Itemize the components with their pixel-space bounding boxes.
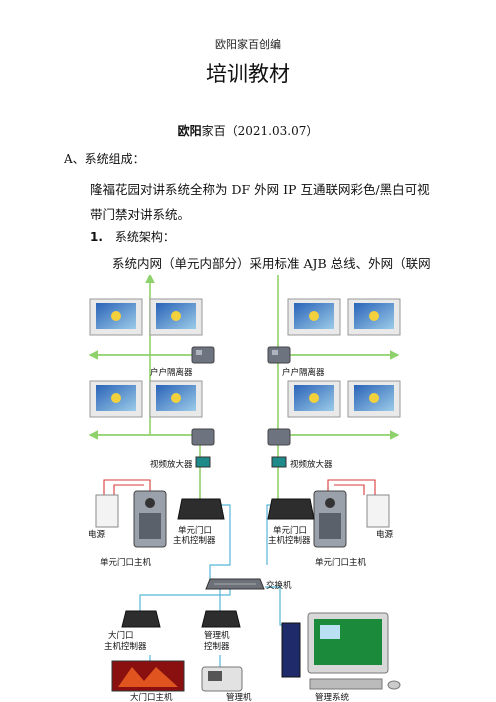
manager-phone [201,666,243,692]
indoor-monitor [347,298,401,336]
isolator-right-2 [267,428,291,446]
switch-label: 交换机 [266,580,292,591]
subsection-label: 系统架构： [114,230,175,244]
door-station-left [133,490,167,548]
indoor-monitor [287,298,341,336]
power-lines [103,479,376,495]
indoor-monitor [347,380,401,418]
host-right-label: 单元门口主机 [315,557,367,568]
gate-ctrl-label-2: 主机控制器 [104,641,147,652]
author-date: 家百（2021.03.07） [201,124,319,138]
subsection-number: 1. [90,230,103,244]
author-name: 欧阳 [177,124,202,138]
paragraph-system-name: 隆福花园对讲系统全称为 DF 外网 IP 互通联网彩色/黑白可视带门禁对讲系统。 [90,182,430,222]
isolator-right-label: 户户隔离器 [282,367,325,378]
ctrl-left-label-2: 主机控制器 [173,535,216,546]
video-amplifier-right [271,456,287,468]
door-station-right [313,490,347,548]
ctrl-right-label-2: 主机控制器 [268,535,311,546]
isolator-right [267,346,291,364]
video-amplifier-left [195,456,211,468]
author-line: 欧阳家百（2021.03.07） [0,122,496,139]
unit-controller-right [267,498,315,520]
mgr-ctrl-label-1: 管理机 [204,630,230,641]
amp-left-label: 视频放大器 [150,459,193,470]
mgr-ctrl-label-2: 控制器 [204,641,230,652]
subsection-architecture: 1. 系统架构： [90,228,175,245]
indoor-monitors [89,298,401,418]
ctrl-left-label-1: 单元门口 [178,525,212,536]
section-heading-a: A、系统组成： [64,152,145,166]
unit-controller-left [177,498,225,520]
isolator-left [191,346,215,364]
mgmt-system-label: 管理系统 [315,692,350,702]
indoor-monitor [149,298,203,336]
isolator-left-label: 户户隔离器 [150,367,193,378]
gate-host-label: 大门口主机 [130,692,173,702]
indoor-monitor [89,298,143,336]
network-switch [205,578,265,590]
gate-ctrl-label-1: 大门口 [108,630,134,641]
power-left-label: 电源 [88,529,106,540]
manager-controller [201,610,241,628]
system-architecture-diagram: 户户隔离器 户户隔离器 视频放大器 视频放大器 电源 电源 单元门口 主机控制器… [88,275,401,702]
gate-controller [121,610,161,628]
host-left-label: 单元门口主机 [100,557,152,568]
power-right-label: 电源 [376,529,394,540]
paragraph-architecture: 系统内网（单元内部分）采用标准 AJB 总线、外网（联网 [112,256,431,271]
management-pc [281,612,401,690]
document-title: 培训教材 [206,62,290,86]
isolator-left-2 [191,428,215,446]
indoor-monitor [149,380,203,418]
power-unit-left [95,494,119,528]
page-header: 欧阳家百创编 [215,38,281,51]
gate-host [111,660,185,692]
indoor-monitor [89,380,143,418]
mgr-phone-label: 管理机 [226,692,252,702]
power-unit-right [366,494,390,528]
amp-right-label: 视频放大器 [290,459,333,470]
ctrl-right-label-1: 单元门口 [273,525,307,536]
indoor-monitor [287,380,341,418]
